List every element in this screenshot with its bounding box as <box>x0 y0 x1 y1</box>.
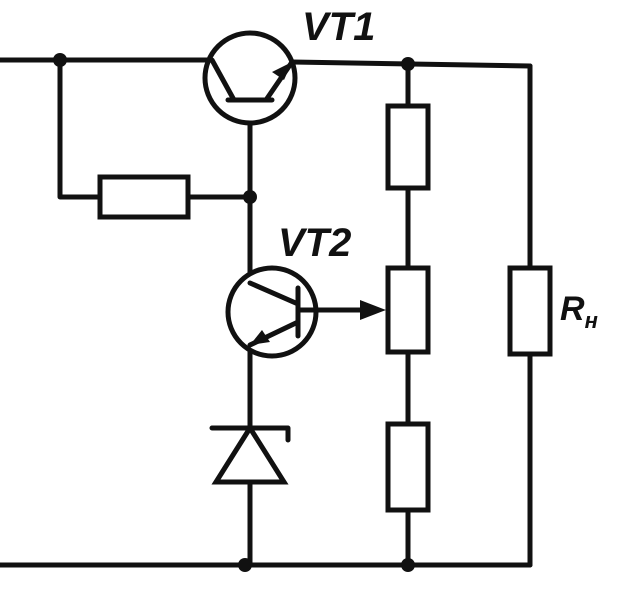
bias-resistor <box>97 174 191 220</box>
divider-resistor-top <box>385 103 431 191</box>
vt1-transistor <box>202 30 298 126</box>
load-label: Rн <box>560 290 598 333</box>
load-label-main: R <box>560 290 585 328</box>
vt2-transistor <box>225 265 386 359</box>
junction-center <box>243 190 257 204</box>
wire-bias-left <box>57 57 103 200</box>
vt1-label: VT1 <box>302 5 375 49</box>
junction-top-left <box>53 53 67 67</box>
junction-top-right <box>401 57 415 71</box>
zener-diode <box>209 423 291 485</box>
load-resistor <box>507 265 553 357</box>
divider-resistor-bottom <box>385 421 431 513</box>
junction-bottom-right <box>401 558 415 572</box>
divider-potentiometer <box>385 265 431 355</box>
vt2-label: VT2 <box>278 221 351 265</box>
junction-bottom-center <box>238 558 252 572</box>
load-label-sub: н <box>585 308 598 333</box>
